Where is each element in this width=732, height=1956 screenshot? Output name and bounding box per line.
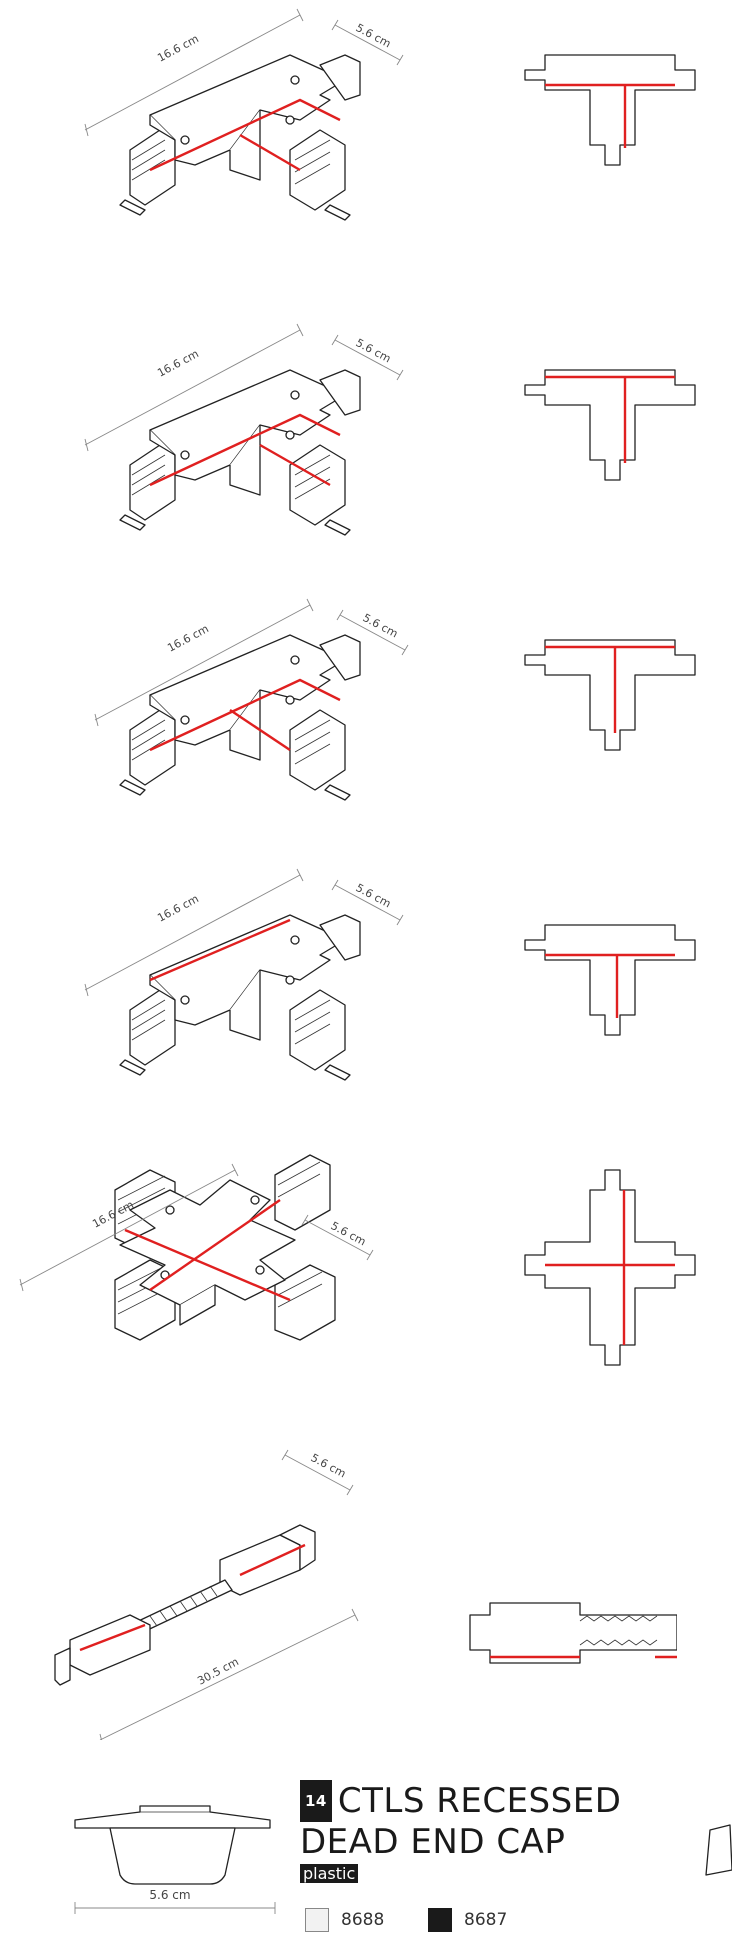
t-connector-1-schematic (524, 54, 696, 166)
variant-white: 8688 (305, 1908, 384, 1932)
white-swatch-icon (305, 1908, 329, 1932)
width-dimension: 5.6 cm (361, 611, 400, 640)
t-connector-3-drawing: 16.6 cm 5.6 cm (94, 598, 409, 801)
length-dimension: 16.6 cm (155, 347, 201, 379)
x-connector-drawing: 16.6 cm 5.6 cm (19, 1154, 374, 1341)
length-dimension: 30.5 cm (195, 1655, 241, 1687)
flex-connector-schematic (469, 1602, 677, 1664)
t-connector-4-schematic (524, 924, 696, 1036)
variant-code: 8688 (341, 1910, 385, 1930)
length-dimension: 16.6 cm (165, 622, 211, 654)
x-connector-schematic (524, 1169, 696, 1366)
t-connector-1-drawing: 16.6 cm 5.6 cm (84, 8, 404, 221)
cap-dimension-label: 5.6 cm (149, 1888, 191, 1902)
dead-end-cap-drawing (74, 1805, 276, 1914)
black-swatch-icon (428, 1908, 452, 1932)
length-dimension: 16.6 cm (155, 32, 201, 64)
flex-connector-drawing: 30.5 cm 5.6 cm (54, 1449, 359, 1740)
t-connector-4-drawing: 16.6 cm 5.6 cm (84, 868, 404, 1081)
width-dimension: 5.6 cm (309, 1451, 348, 1480)
t-connector-2-drawing: 16.6 cm 5.6 cm (84, 323, 404, 536)
variant-black: 8687 (428, 1908, 507, 1932)
product-title-line1: CTLS RECESSED (337, 1781, 622, 1821)
product-title-line2: DEAD END CAP (300, 1822, 566, 1862)
variant-code: 8687 (464, 1910, 508, 1930)
material-badge: plastic (300, 1864, 359, 1883)
partial-drawing-right-edge (705, 1824, 732, 1876)
length-dimension: 16.6 cm (155, 892, 201, 924)
product-number-badge: 14 (300, 1780, 332, 1822)
width-dimension: 5.6 cm (329, 1219, 368, 1248)
t-connector-3-schematic (524, 639, 696, 751)
t-connector-2-schematic (524, 369, 696, 481)
